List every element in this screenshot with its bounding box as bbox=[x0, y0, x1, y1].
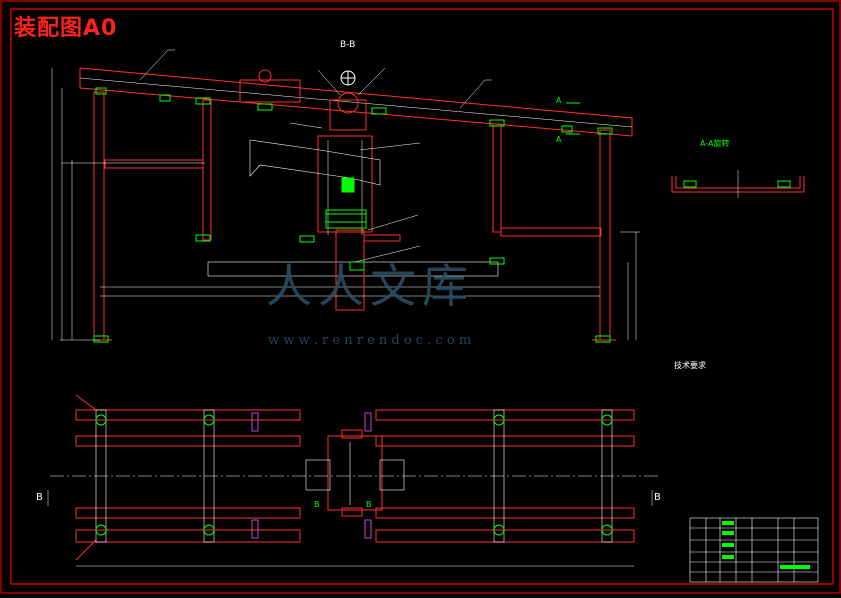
elevation-hatches bbox=[93, 70, 613, 343]
title-block-fills bbox=[722, 521, 810, 569]
arrow-a-bottom-label: A bbox=[556, 135, 562, 144]
plan-bolts bbox=[95, 414, 613, 536]
section-arrows-a bbox=[566, 102, 580, 135]
section-bb-label: B-B bbox=[340, 40, 356, 50]
left-section-marker: B bbox=[36, 492, 43, 503]
inner-b-right-label: B bbox=[366, 500, 372, 509]
watermark-brand: 人人文库 bbox=[266, 259, 474, 313]
section-aa-hatches bbox=[683, 180, 791, 188]
right-section-marker: B bbox=[654, 492, 661, 503]
drawing-title: 装配图A0 bbox=[14, 16, 118, 41]
plan-centerlines bbox=[47, 475, 660, 567]
title-block bbox=[689, 517, 819, 583]
elevation-leaders bbox=[51, 49, 640, 341]
arrow-a-top-label: A bbox=[556, 96, 562, 105]
plan-view bbox=[75, 394, 635, 561]
section-aa-label: A-A旋转 bbox=[700, 139, 730, 148]
inner-border bbox=[10, 8, 834, 585]
section-aa-view bbox=[671, 170, 805, 198]
inner-b-left-label: B bbox=[314, 500, 320, 509]
watermark-url: w w w . r e n r e n d o c . c o m bbox=[268, 333, 472, 348]
plan-purple-blocks bbox=[251, 412, 372, 539]
tech-requirements-title: 技术要求 bbox=[674, 361, 706, 370]
